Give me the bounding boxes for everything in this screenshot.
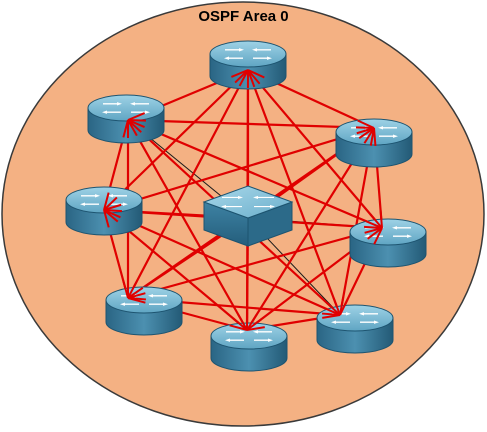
router-icon[interactable] <box>336 119 412 167</box>
router-icon[interactable] <box>88 95 164 143</box>
area-title: OSPF Area 0 <box>0 8 487 25</box>
router-icon[interactable] <box>317 305 393 353</box>
router-icon[interactable] <box>350 219 426 267</box>
